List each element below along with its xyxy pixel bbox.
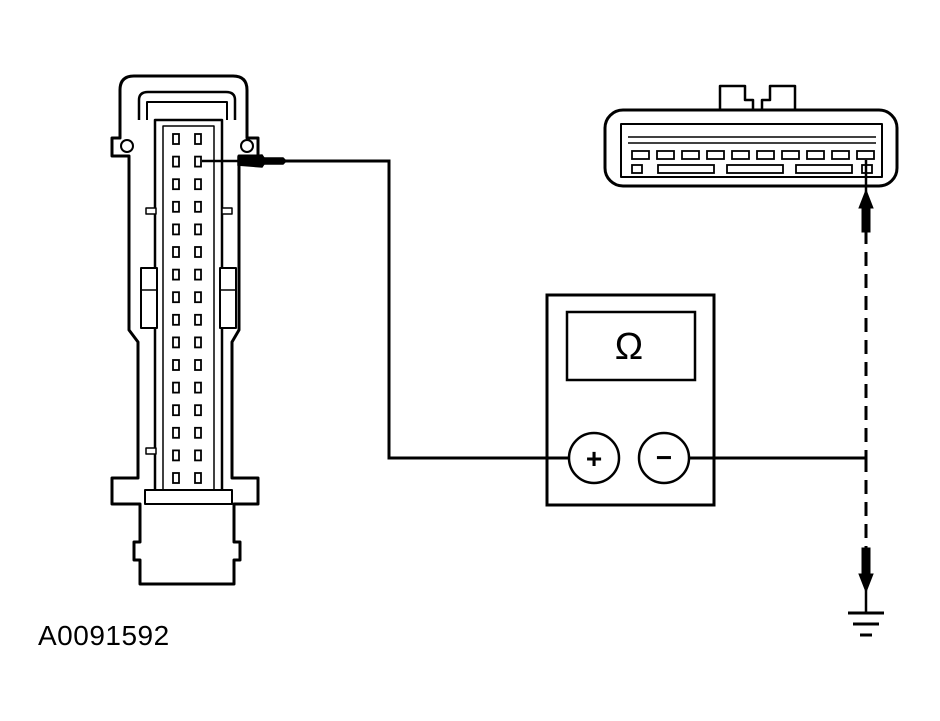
left-connector-side-slot xyxy=(219,267,237,329)
ground-probe-arrow xyxy=(858,547,874,594)
left-connector-pin xyxy=(194,336,202,349)
left-connector-pin xyxy=(172,133,180,145)
positive-lead-wire xyxy=(284,159,569,460)
left-connector-pin xyxy=(172,178,180,191)
left-connector-pins xyxy=(172,133,202,484)
right-connector-pin xyxy=(856,150,875,160)
right-connector-pin xyxy=(806,150,825,160)
left-connector-pin xyxy=(194,133,202,145)
right-probe-arrow xyxy=(858,188,874,233)
multimeter-display xyxy=(565,310,697,382)
left-connector-pin xyxy=(172,223,180,236)
left-connector-bottom-rib xyxy=(144,489,233,505)
left-connector-pin xyxy=(172,313,180,326)
multimeter xyxy=(545,293,716,507)
left-connector-pin xyxy=(194,246,202,258)
right-connector-slot xyxy=(795,164,853,174)
left-connector-pin xyxy=(172,336,180,349)
left-connector-pin xyxy=(172,449,180,462)
left-connector-pin xyxy=(172,359,180,371)
left-connector-pin xyxy=(172,268,180,281)
right-connector-pin xyxy=(781,150,800,160)
left-connector xyxy=(110,74,260,586)
right-connector-pin xyxy=(656,150,675,160)
left-connector-pin xyxy=(194,200,202,213)
left-connector-pin xyxy=(194,291,202,304)
left-connector-pin-area-inner xyxy=(162,125,215,493)
left-connector-side-slot xyxy=(221,207,233,215)
right-connector-pin xyxy=(631,150,650,160)
left-connector-pin xyxy=(172,155,180,168)
left-connector-pin xyxy=(172,200,180,213)
right-connector-slot xyxy=(657,164,715,174)
ohm-symbol: Ω xyxy=(615,326,643,368)
left-connector-pin xyxy=(194,313,202,326)
right-connector-pin xyxy=(756,150,775,160)
left-connector-pin xyxy=(172,426,180,439)
left-connector-side-slot xyxy=(145,447,157,455)
left-connector-pin xyxy=(194,268,202,281)
left-connector-pin xyxy=(194,223,202,236)
left-connector-side-slot xyxy=(140,267,158,329)
right-connector-latch xyxy=(760,84,797,114)
positive-terminal-label: + xyxy=(586,443,602,474)
right-connector-pin xyxy=(731,150,750,160)
left-connector-pin xyxy=(172,246,180,258)
probe-boot xyxy=(261,157,288,165)
right-connector-pin xyxy=(831,150,850,160)
left-connector-ear-right xyxy=(240,139,254,153)
figure-id: A0091592 xyxy=(38,620,170,651)
left-connector-pin xyxy=(194,426,202,439)
right-connector-slot xyxy=(631,164,643,174)
left-connector-pin xyxy=(194,449,202,462)
negative-terminal-label: − xyxy=(656,442,672,473)
left-connector-side-slot xyxy=(145,207,157,215)
left-connector-pin xyxy=(194,178,202,191)
left-connector-pin xyxy=(194,404,202,417)
ground-icon xyxy=(848,611,884,637)
right-connector-latch xyxy=(718,84,755,114)
test-leads xyxy=(202,154,868,612)
left-connector-pin xyxy=(172,291,180,304)
left-connector-pin xyxy=(172,472,180,484)
right-connector-pins xyxy=(631,150,875,174)
right-connector-pin xyxy=(706,150,725,160)
left-connector-latch xyxy=(137,90,237,120)
left-connector-latch-inner xyxy=(146,101,228,120)
left-connector-pin xyxy=(194,359,202,371)
right-connector-pin xyxy=(681,150,700,160)
left-connector-ear-left xyxy=(120,139,134,153)
left-connector-pin xyxy=(194,472,202,484)
left-connector-pin xyxy=(172,404,180,417)
left-connector-pin xyxy=(194,381,202,394)
left-connector-pin xyxy=(172,381,180,394)
right-connector-slot xyxy=(726,164,784,174)
left-connector-pin xyxy=(194,155,202,168)
